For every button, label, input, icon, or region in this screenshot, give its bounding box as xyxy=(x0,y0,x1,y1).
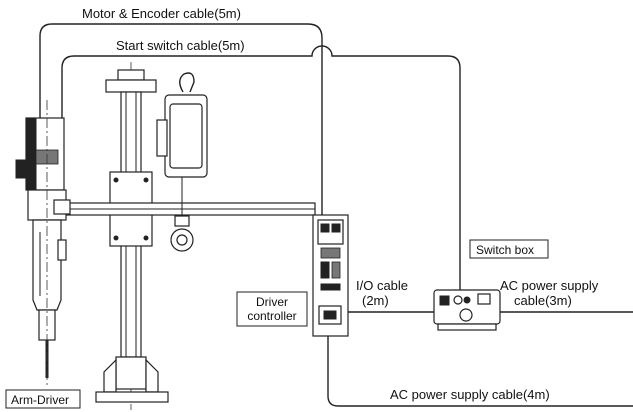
driver-controller-label-line2: controller xyxy=(247,309,296,323)
motor-encoder-cable-line xyxy=(39,23,323,215)
stand-base-plate xyxy=(95,391,169,403)
bolt xyxy=(143,177,149,183)
controller-port xyxy=(331,261,341,279)
ac-supply-4m-line xyxy=(327,336,633,407)
switch-box-label-frame xyxy=(469,239,549,259)
controller-port xyxy=(320,261,330,279)
driver-switch xyxy=(57,239,67,261)
driver-controller-label-frame xyxy=(236,291,308,327)
driver-connector xyxy=(15,159,27,179)
controller-port xyxy=(320,223,330,233)
switch-box-lamp xyxy=(453,295,463,305)
column-top-cap xyxy=(117,69,145,81)
bolt xyxy=(113,177,119,183)
switch-box-switch xyxy=(439,295,450,306)
balancer-hook xyxy=(179,72,195,93)
balancer-inner xyxy=(169,103,203,169)
stand-base-gusset xyxy=(145,358,159,393)
start-switch-cable-line xyxy=(61,45,461,290)
balancer-ring-inner xyxy=(176,234,188,246)
switch-box-label: Switch box xyxy=(476,243,534,257)
ac-supply-3m-label: AC power supply xyxy=(500,278,599,293)
bolt xyxy=(113,235,119,241)
start-switch-cable-label: Start switch cable(5m) xyxy=(116,38,245,53)
controller-port xyxy=(320,283,341,291)
io-cable-length-label: (2m) xyxy=(362,293,389,308)
balancer-clamp xyxy=(174,215,190,227)
switch-box-switch xyxy=(477,293,491,305)
stand-base-gusset xyxy=(103,358,117,393)
arm-driver-label: Arm-Driver xyxy=(11,393,69,407)
ac-supply-3m-length-label: cable(3m) xyxy=(514,293,572,308)
motor-encoder-cable-label: Motor & Encoder cable(5m) xyxy=(82,6,241,21)
arm-driver-label-frame xyxy=(5,389,81,409)
driver-motor-cap xyxy=(25,117,37,191)
switch-box-base xyxy=(437,323,497,331)
bolt xyxy=(143,235,149,241)
controller-port xyxy=(331,223,341,233)
switch-box-knob xyxy=(459,308,473,322)
controller-power-inlet-core xyxy=(323,310,337,320)
io-cable-label: I/O cable xyxy=(356,278,408,293)
driver-clamp-block xyxy=(53,199,71,215)
balancer-plate xyxy=(156,119,168,157)
stand-base-upright xyxy=(115,356,147,390)
ac-supply-4m-label: AC power supply cable(4m) xyxy=(390,387,550,402)
column-top-plate xyxy=(105,79,157,93)
driver-controller-label-line1: Driver xyxy=(256,295,288,309)
switch-box-lamp xyxy=(463,296,471,304)
controller-port xyxy=(320,247,341,259)
